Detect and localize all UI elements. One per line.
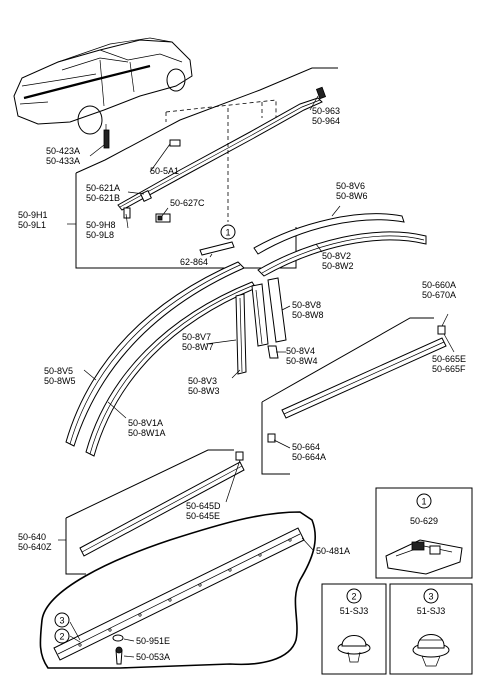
label-50-8w3: 50-8W3 [188,386,220,396]
detail-box-2: 2 51-SJ3 [321,583,387,675]
top-moldings-8v6-8v2 [253,205,427,277]
svg-text:2: 2 [351,592,356,602]
callout-number: 1 [225,228,230,238]
label-50-664a: 50-664A [292,452,326,462]
callout-2-sill: 2 [54,628,70,644]
label-50-8v6: 50-8V6 [336,181,365,191]
label-50-8v4: 50-8V4 [286,346,315,356]
svg-text:3: 3 [428,592,433,602]
label-50-621a: 50-621A [86,183,120,193]
label-50-645d: 50-645D [186,501,221,511]
detail-box-1: 1 50-629 [375,487,473,579]
label-50-423a: 50-423A [46,146,80,156]
label-50-9l8: 50-9L8 [86,230,114,240]
a-pillar-moldings [65,261,257,457]
label-50-951e: 50-951E [136,636,170,646]
label-50-8v8: 50-8V8 [292,300,321,310]
label-50-640z: 50-640Z [18,542,52,552]
label-51-sj3-b: 51-SJ3 [417,606,446,616]
label-50-627c: 50-627C [170,198,205,208]
label-50-481a: 50-481A [316,546,350,556]
label-50-9l1: 50-9L1 [18,220,46,230]
label-50-621b: 50-621B [86,193,120,203]
svg-text:1: 1 [421,497,426,507]
label-50-9h8: 50-9H8 [86,220,116,230]
detail-box-3: 3 51-SJ3 [389,583,473,675]
b-pillar-pieces [205,277,291,379]
label-50-660a: 50-660A [422,280,456,290]
rear-door-belt-group [261,313,455,475]
label-50-629: 50-629 [410,516,438,526]
car-illustration [13,37,193,149]
svg-text:3: 3 [59,616,64,626]
leader-lines-upper [67,95,319,229]
label-50-8w7: 50-8W7 [182,342,214,352]
callout-1-mid: 1 [220,224,236,240]
label-50-664: 50-664 [292,442,320,452]
side-sill-molding-group [39,511,316,669]
label-50-665f: 50-665F [432,364,466,374]
label-50-670a: 50-670A [422,290,456,300]
label-50-053a: 50-053A [136,652,170,662]
label-51-sj3-a: 51-SJ3 [340,606,369,616]
label-50-8w4: 50-8W4 [286,356,318,366]
front-door-belt-group [58,449,245,575]
label-50-8v1a: 50-8V1A [128,418,163,428]
label-50-8w5: 50-8W5 [44,376,76,386]
label-62-864: 62-864 [180,257,208,267]
label-50-8v7: 50-8V7 [182,332,211,342]
label-50-9h1: 50-9H1 [18,210,48,220]
label-50-8v3: 50-8V3 [188,376,217,386]
svg-text:2: 2 [59,632,64,642]
label-50-433a: 50-433A [46,156,80,166]
label-50-5a1: 50-5A1 [150,166,179,176]
label-50-8v2: 50-8V2 [322,251,351,261]
label-50-645e: 50-645E [186,511,220,521]
part-62-864 [199,241,235,258]
label-50-963: 50-963 [312,106,340,116]
label-50-665e: 50-665E [432,354,466,364]
label-50-640: 50-640 [18,532,46,542]
label-50-8w2: 50-8W2 [322,261,354,271]
label-50-8w1a: 50-8W1A [128,428,166,438]
callout-3-sill: 3 [54,612,70,628]
label-50-8v5: 50-8V5 [44,366,73,376]
roof-molding-group [75,67,338,269]
label-50-8w6: 50-8W6 [336,191,368,201]
label-50-8w8: 50-8W8 [292,310,324,320]
label-50-964: 50-964 [312,116,340,126]
part-labels: 50-963 50-964 50-423A 50-433A 50-5A1 50-… [18,106,466,662]
